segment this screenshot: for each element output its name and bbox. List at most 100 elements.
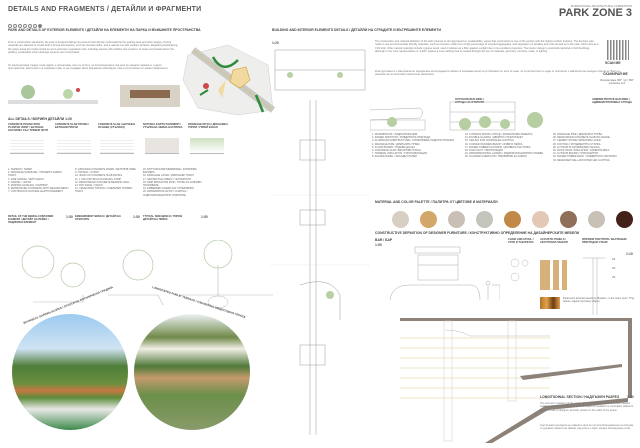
render-public-terrace: [134, 314, 250, 430]
landscape-section: [8, 85, 98, 104]
furniture-drawings: [510, 257, 605, 315]
legend-item: 16. DRAINAGE LAYER / ДРЕНАЖЕН ПЛАСТ: [143, 174, 195, 178]
detail-column-title: DRAINAGE DITCH / ДРЕНАЖЕН ТОПОЛ / ГИРЕЙ …: [188, 123, 228, 129]
detail-legend-list: 15. BOTTOM RAMP MEMBRANE / КОРЕНОВА БАРИ…: [143, 168, 205, 197]
brand-title: PARK ZONE 3: [558, 7, 632, 19]
legend-item: 14. VEGETATED TOPSOIL / ОЗЕЛЕНЕН ПОЧВЕН …: [75, 187, 133, 194]
color-swatch: [616, 211, 633, 228]
legend-item: 17. GEOTEXTILE FABRIC / ГЕОТЕКСТИЛ: [143, 177, 191, 181]
legend-item: 20. WATERPROOF EPOXY COATING / ХИДРОИЗОЛ…: [143, 190, 188, 197]
legend-item: 19. EMBEDDED OVERFLOW / ПРЕЛИВНИК: [143, 187, 194, 191]
furniture-scale: 1:10: [626, 252, 633, 256]
scan-label-bg: СКАНИРАЙ МЕ: [603, 72, 628, 76]
legend-item: 5. FLOOR BOARD / ПОДОВА ДЪСКА: [372, 145, 415, 149]
legend-item: 32. RAISED TIMBER DECK / ПОВДИГНАТА НАСТ…: [553, 155, 617, 159]
page-dot: [8, 24, 12, 28]
page-dot: [18, 24, 22, 28]
section-text: The acoustic insulation of the main hall…: [540, 402, 634, 412]
detail-legend-list: 8. GROOVED CONCRETE PAVER / БЕТОНОВ ПАВЕ…: [75, 168, 137, 194]
partition-mark: 24: [612, 257, 616, 261]
qr-code[interactable]: [607, 40, 629, 60]
detail-column-title: CONCRETE SLAB / БЕТОННА ОСНОВА (СТЪПАЛА): [98, 123, 136, 129]
legend-item: 7. CONTINUOUS NATURAL EARTH PAVEMENT: [8, 190, 63, 194]
competition-label: INTERNATIONAL ARCHITECTURAL COMPETITION: [570, 5, 632, 8]
furniture-heading: CONSTRUCTIVE DEFINITION OF DESIGNER FURN…: [375, 231, 580, 235]
legend-item: 9. TOPSOIL / ХУМУС: [75, 171, 100, 175]
detail-drawing: [145, 138, 179, 154]
detail-caption: EMBANKMENT BENCH / ДЕТАЙЛ НА ОТКОСИТЕ: [75, 215, 121, 221]
acoustic-label: ACOUSTIC PANELS / АКУСТИЧНИ ПАНЕЛИ: [540, 238, 568, 244]
scan-note: Интерактивен 360° тур / 360° interactive…: [600, 79, 634, 86]
render-botanical-garden: [12, 314, 128, 430]
detail-column-title: CONCRETE PAVING WITH PLANTED JOINT / БЕТ…: [8, 123, 49, 132]
legend-item: 1. WATERPROOF / ХИДРОИЗОЛАЦИЯ: [372, 133, 418, 136]
legend-item: 18. HVAC DUCT / ВЕНТИЛАЦИЯ: [465, 149, 503, 153]
page-dots: [8, 15, 43, 33]
detail-scale: 1:50: [133, 215, 140, 219]
detail-drawing: [190, 138, 224, 154]
detail-caption: TYPICAL SIDE BENCH / ТИПОВ ДЕТАЙЛ НА ПЕЙ…: [143, 215, 183, 221]
details-heading: ALL DETAILS / ВОРИЕН ДЕТАЙЛИ 1:20: [8, 117, 72, 121]
building-elevations: [370, 101, 543, 131]
color-swatch: [504, 211, 521, 228]
color-palette: [392, 211, 633, 228]
color-swatch: [476, 211, 493, 228]
legend-item: 3. FINE GRAVEL / ФИН ЧАКЪЛ: [8, 177, 44, 181]
building-legend-list: 13. CYPRESS WOOD LATTICE / КИПАРИСОВА РЕ…: [465, 133, 550, 159]
legend-item: 31. GYPSUM BOARD / ГИПСОКАРТОН: [553, 152, 599, 156]
scan-label: SCAN ME: [605, 61, 621, 65]
longitudinal-section: [400, 318, 632, 443]
color-swatch: [392, 211, 409, 228]
legend-item: 16. CURVED WOODEN BENCH / ИЗВИТА ПЕЙКА: [465, 142, 523, 146]
page-dot: [28, 24, 32, 28]
acoustic-panel-photo: [540, 297, 560, 309]
legend-item: 26. REINFORCED CONCRETE SLAB ON GRADE: [553, 136, 610, 140]
detail-scale: 1:50: [66, 215, 73, 219]
legend-item: 30. ROCK WOOL INSULATION / КАМЕННА ВАТА: [553, 149, 610, 153]
legend-item: 15. CEILING FOR CONCEALED LIGHTING: [465, 139, 514, 143]
bar-label: BAR / БАР: [375, 238, 393, 242]
legend-item: 20. PLANTER OVERFLOW / ПРЕЛИВНИК ЗА КАШП…: [465, 155, 527, 159]
page-dot: [38, 24, 42, 28]
legend-item: 6. CONCRETE SLAB / БЕТОНОВА ПЛОЧА: [372, 149, 422, 153]
legend-item: 1. TERRAIN / ТЕРЕН: [8, 168, 33, 171]
color-swatch: [588, 211, 605, 228]
detail-drawing: [10, 138, 44, 154]
legend-item: 19. WATERPROOFING LAYERS / ХИДРОИЗОЛАЦИО…: [465, 152, 543, 156]
detail-caption: DETAIL OF THE BENCH-CONTAINER ELEMENT / …: [8, 215, 54, 224]
detail-scale: 1:50: [201, 215, 208, 219]
building-intro-bg: Конструктивното и материалното определян…: [375, 70, 620, 77]
legend-item: 25. DRAINAGE PIPE / ДРЕНАЖНА ТРЪБА: [553, 133, 603, 136]
park-intro: From a construction standpoint, the park…: [8, 41, 178, 54]
legend-item: 5. MORTAR LEVELING / РАЗТВОР: [8, 184, 48, 188]
tree-sections: [21, 240, 273, 309]
legend-item: 4. GRAVEL / ЧАКЪЛ: [8, 180, 32, 184]
legend-item: 11. 1 CM CONTINUOUS EDGING STRIP: [75, 177, 122, 181]
park-intro-bg: От конструктивна гледна точка паркът е п…: [8, 64, 169, 71]
legend-item: 8. GROOVED CONCRETE PAVER / БЕТОНОВ ПАВЕ: [75, 168, 136, 171]
bench-render: [120, 85, 180, 107]
legend-item: 2. DRAINAGE SUB-BASE / ТРОШЕНО-КАМЕН ПЛА…: [8, 171, 62, 178]
partition-mark: 26: [612, 275, 616, 279]
building-heading: BUILDING AND INTERIOR ELEMENTS DETAILS /…: [272, 28, 441, 32]
elevation1-label: OUTDOOR BUILDING / СГРАДА НА ОТКРИТО: [455, 98, 485, 104]
detail-column-title: CONCRETE SLAB PAVING / БЕТОННИ ПЛОЧИ: [55, 123, 90, 129]
section-label: LONGITUDINAL SECTION / НАДЛЪЖЕН РАЗРЕЗ: [540, 395, 620, 399]
legend-item: 18. DRIP IRRIGATION PIPE / ТРЪБА ЗА КАПК…: [143, 180, 202, 188]
legend-item: 10. 40x20 CM CONCRETE SLAB PAVING: [75, 174, 123, 178]
legend-item: 33. RECESSED WALL-MOUNTED LED LIGHTING: [553, 158, 610, 162]
legend-item: 12. REINFORCED CONCRETE BEARING WALL: [75, 180, 130, 184]
wall-details: [270, 49, 370, 435]
detail-column-title: NATURAL EARTH PAVEMENT / УТЪПКАНА ЗЕМНА …: [143, 123, 183, 129]
partition-label: INTERIOR PARTITION / ВЪТРЕШНИ ПРЕГРАДНИ …: [582, 238, 627, 244]
detail-drawing: [100, 138, 134, 154]
bar-scale: 1:50: [375, 243, 382, 247]
legend-item: 28. FOOTING / ФУНДАМЕНТНА СТЪПКА: [553, 142, 601, 146]
page-dot: [13, 24, 17, 28]
page-title: DETAILS AND FRAGMENTS / ДЕТАЙЛИ И ФРАГМЕ…: [8, 6, 202, 13]
site-plan: [182, 44, 276, 116]
section-scale: 1:50: [627, 395, 634, 399]
